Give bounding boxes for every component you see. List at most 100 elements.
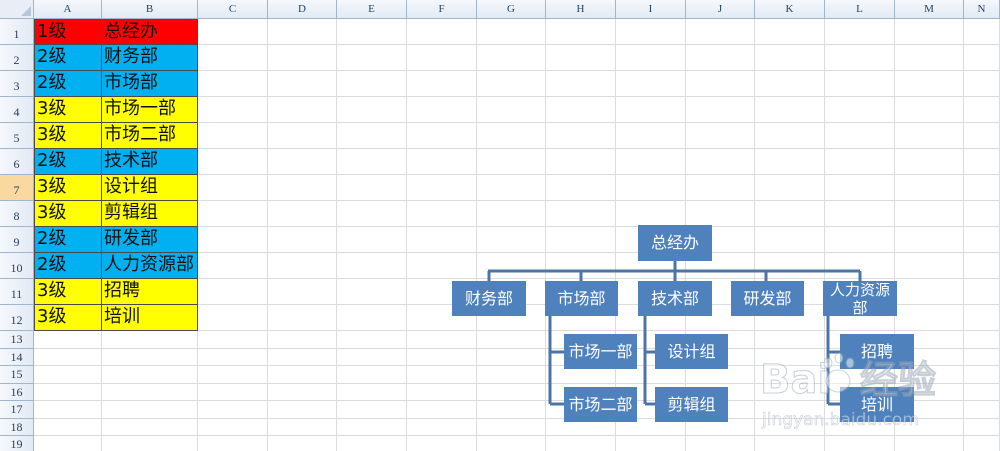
grid-vline bbox=[754, 19, 755, 451]
connector-hr-children bbox=[826, 316, 840, 406]
cell-level-row-2[interactable]: 2级 bbox=[34, 45, 102, 71]
column-header-g[interactable]: G bbox=[477, 0, 546, 19]
column-header-c[interactable]: C bbox=[198, 0, 268, 19]
row-header-9[interactable]: 9 bbox=[0, 227, 34, 253]
grid-vline bbox=[963, 19, 964, 451]
column-header-f[interactable]: F bbox=[407, 0, 477, 19]
column-header-e[interactable]: E bbox=[337, 0, 407, 19]
grid-hline bbox=[34, 96, 1000, 97]
org-node-market-1[interactable]: 市场一部 bbox=[564, 334, 637, 369]
grid-vline bbox=[894, 19, 895, 451]
grid-hline bbox=[34, 347, 1000, 349]
cell-level-row-7[interactable]: 3级 bbox=[34, 175, 102, 201]
org-node-tech[interactable]: 技术部 bbox=[638, 281, 712, 316]
grid-hline bbox=[34, 44, 1000, 45]
cell-level-row-10[interactable]: 2级 bbox=[34, 253, 102, 279]
grid-hline bbox=[34, 365, 1000, 366]
cell-dept-row-12[interactable]: 培训 bbox=[102, 305, 198, 331]
org-node-editing[interactable]: 剪辑组 bbox=[655, 387, 728, 422]
grid-vline bbox=[545, 19, 546, 451]
row-header-12[interactable]: 12 bbox=[0, 305, 34, 331]
row-header-13[interactable]: 13 bbox=[0, 331, 34, 349]
cell-dept-row-3[interactable]: 市场部 bbox=[102, 71, 198, 97]
row-header-14[interactable]: 14 bbox=[0, 348, 34, 366]
grid-vline bbox=[476, 19, 477, 451]
row-header-8[interactable]: 8 bbox=[0, 201, 34, 227]
org-node-finance[interactable]: 财务部 bbox=[452, 281, 526, 316]
cell-dept-row-7[interactable]: 设计组 bbox=[102, 175, 198, 201]
row-header-3[interactable]: 3 bbox=[0, 71, 34, 97]
column-header-i[interactable]: I bbox=[616, 0, 686, 19]
row-header-1[interactable]: 1 bbox=[0, 19, 34, 45]
org-node-rnd[interactable]: 研发部 bbox=[731, 281, 804, 316]
grid-hline bbox=[34, 435, 1000, 436]
row-header-7[interactable]: 7 bbox=[0, 175, 34, 201]
cell-level-row-11[interactable]: 3级 bbox=[34, 279, 102, 305]
column-header-k[interactable]: K bbox=[755, 0, 825, 19]
connector-market-children bbox=[548, 316, 564, 406]
grid-hline bbox=[34, 148, 1000, 149]
grid-hline bbox=[34, 278, 1000, 279]
grid-hline bbox=[34, 122, 1000, 123]
row-header-6[interactable]: 6 bbox=[0, 149, 34, 175]
cell-level-row-9[interactable]: 2级 bbox=[34, 227, 102, 253]
org-node-recruit[interactable]: 招聘 bbox=[840, 334, 914, 369]
column-header-j[interactable]: J bbox=[686, 0, 755, 19]
column-header-h[interactable]: H bbox=[546, 0, 616, 19]
row-header-15[interactable]: 15 bbox=[0, 366, 34, 384]
cell-dept-row-9[interactable]: 研发部 bbox=[102, 227, 198, 253]
row-header-5[interactable]: 5 bbox=[0, 123, 34, 149]
grid-vline bbox=[615, 19, 616, 451]
column-header-a[interactable]: A bbox=[34, 0, 102, 19]
row-header-11[interactable]: 11 bbox=[0, 279, 34, 305]
cell-dept-row-6[interactable]: 技术部 bbox=[102, 149, 198, 175]
grid-hline bbox=[34, 174, 1000, 175]
cell-level-row-6[interactable]: 2级 bbox=[34, 149, 102, 175]
cell-dept-row-11[interactable]: 招聘 bbox=[102, 279, 198, 305]
cell-dept-row-5[interactable]: 市场二部 bbox=[102, 123, 198, 149]
connector-tech-children bbox=[643, 316, 655, 406]
row-header-16[interactable]: 16 bbox=[0, 383, 34, 401]
grid-hline bbox=[34, 70, 1000, 71]
grid-vline bbox=[267, 19, 268, 451]
select-all-corner[interactable] bbox=[0, 0, 34, 19]
org-node-training[interactable]: 培训 bbox=[840, 387, 914, 422]
grid-vline bbox=[824, 19, 825, 451]
cell-level-row-8[interactable]: 3级 bbox=[34, 201, 102, 227]
cell-dept-row-4[interactable]: 市场一部 bbox=[102, 97, 198, 123]
org-node-hr[interactable]: 人力资源部 bbox=[823, 281, 897, 317]
column-header-d[interactable]: D bbox=[268, 0, 337, 19]
cell-dept-row-8[interactable]: 剪辑组 bbox=[102, 201, 198, 227]
grid-hline bbox=[34, 417, 1000, 419]
row-header-19[interactable]: 19 bbox=[0, 436, 34, 451]
cell-dept-row-10[interactable]: 人力资源部 bbox=[102, 253, 198, 279]
grid-vline bbox=[336, 19, 337, 451]
grid-hline bbox=[34, 400, 1000, 401]
column-header-m[interactable]: M bbox=[895, 0, 964, 19]
cell-dept-row-2[interactable]: 财务部 bbox=[102, 45, 198, 71]
row-header-10[interactable]: 10 bbox=[0, 253, 34, 279]
cell-level-row-1[interactable]: 1级 bbox=[34, 19, 102, 45]
grid-hline bbox=[34, 200, 1000, 201]
grid-hline bbox=[34, 330, 1000, 331]
grid-hline bbox=[34, 252, 1000, 253]
row-header-2[interactable]: 2 bbox=[0, 45, 34, 71]
cell-level-row-12[interactable]: 3级 bbox=[34, 305, 102, 331]
org-node-market-2[interactable]: 市场二部 bbox=[564, 387, 637, 422]
cell-level-row-5[interactable]: 3级 bbox=[34, 123, 102, 149]
cell-level-row-4[interactable]: 3级 bbox=[34, 97, 102, 123]
column-header-l[interactable]: L bbox=[825, 0, 895, 19]
org-node-root[interactable]: 总经办 bbox=[638, 225, 712, 261]
column-header-b[interactable]: B bbox=[102, 0, 198, 19]
row-header-4[interactable]: 4 bbox=[0, 97, 34, 123]
row-header-18[interactable]: 18 bbox=[0, 418, 34, 436]
cell-dept-row-1[interactable]: 总经办 bbox=[102, 19, 198, 45]
grid-hline bbox=[34, 382, 1000, 384]
grid-hline bbox=[34, 226, 1000, 227]
org-node-design[interactable]: 设计组 bbox=[655, 334, 728, 369]
row-header-17[interactable]: 17 bbox=[0, 401, 34, 419]
cell-level-row-3[interactable]: 2级 bbox=[34, 71, 102, 97]
org-node-market[interactable]: 市场部 bbox=[545, 281, 618, 316]
